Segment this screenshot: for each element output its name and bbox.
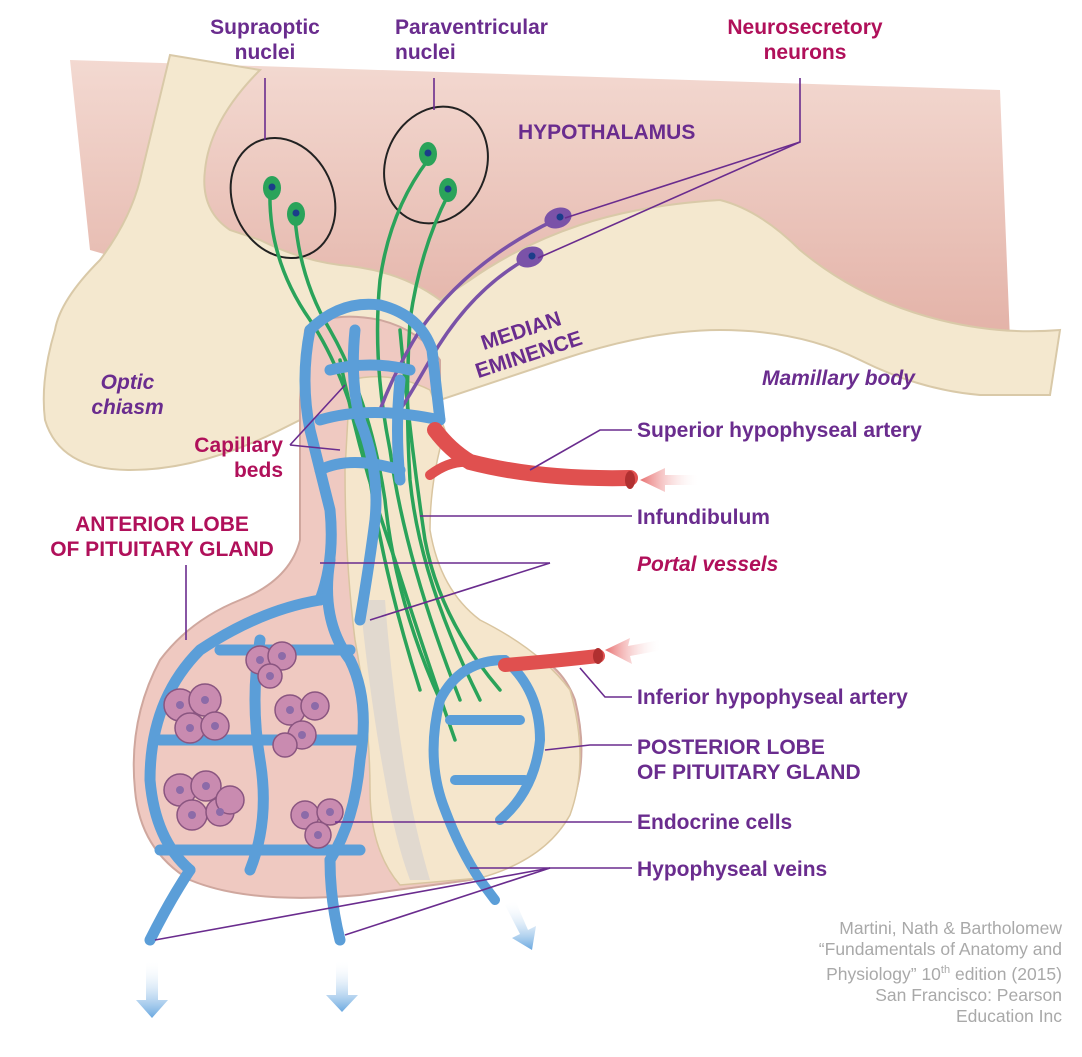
label-superior-hypophyseal-artery: Superior hypophyseal artery — [637, 419, 922, 442]
label-portal-vessels: Portal vessels — [637, 553, 779, 576]
credit-line3-b: edition (2015) — [950, 963, 1062, 984]
credit-line2: “Fundamentals of Anatomy and — [818, 939, 1062, 959]
label-anterior-line2: OF PITUITARY GLAND — [50, 538, 274, 561]
label-capillary-line1: Capillary — [194, 434, 283, 457]
credit-line1: Martini, Nath & Bartholomew — [839, 918, 1062, 938]
label-supraoptic-nuclei: Supraoptic nuclei — [190, 15, 340, 65]
superior-hypophyseal-artery — [425, 422, 700, 492]
label-paraventricular-line2: nuclei — [395, 41, 456, 64]
label-infundibulum: Infundibulum — [637, 506, 770, 529]
credit-line3-a: Physiology” 10 — [826, 963, 941, 984]
label-inferior-hypophyseal-artery: Inferior hypophyseal artery — [637, 686, 908, 709]
credit-line4: San Francisco: Pearson — [875, 984, 1062, 1005]
vein-outflow-arrows — [136, 900, 536, 1018]
brain-floor — [42, 53, 1062, 472]
label-posterior-line2: OF PITUITARY GLAND — [637, 761, 861, 784]
label-hypophyseal-veins: Hypophyseal veins — [637, 858, 828, 881]
posterior-vessels — [428, 655, 545, 905]
label-optic-line1: Optic — [100, 371, 155, 394]
label-paraventricular-line1: Paraventricular — [395, 16, 548, 39]
credit-line3-sup: th — [940, 964, 951, 976]
leader-lines — [154, 78, 801, 941]
label-optic-chiasm: Optic chiasm — [75, 370, 180, 420]
credit-line5: Education Inc — [955, 1005, 1062, 1026]
axon-bundle — [268, 158, 502, 742]
label-capillary-beds: Capillary beds — [155, 433, 283, 483]
label-anterior-lobe: ANTERIOR LOBE OF PITUITARY GLAND — [18, 512, 306, 562]
label-neurosecretory-line2: neurons — [763, 41, 847, 64]
label-mamillary-body: Mamillary body — [762, 367, 915, 390]
label-supraoptic-line1: Supraoptic — [210, 16, 320, 39]
label-anterior-line1: ANTERIOR LOBE — [75, 513, 249, 536]
label-optic-line2: chiasm — [91, 396, 164, 419]
label-neurosecretory-neurons: Neurosecretory neurons — [700, 15, 910, 65]
label-endocrine-cells: Endocrine cells — [637, 811, 793, 834]
label-hypothalamus: HYPOTHALAMUS — [518, 121, 696, 144]
label-supraoptic-line2: nuclei — [234, 41, 296, 64]
neuron-cell-bodies — [263, 142, 457, 226]
source-credit: Martini, Nath & Bartholomew “Fundamental… — [742, 918, 1062, 1027]
label-capillary-line2: beds — [233, 459, 283, 482]
label-posterior-lobe: POSTERIOR LOBE OF PITUITARY GLAND — [637, 735, 861, 785]
neurosecretory-neurons — [378, 207, 572, 411]
credit-line3: Physiology” 10th edition (2015) — [742, 960, 1062, 985]
label-posterior-line1: POSTERIOR LOBE — [637, 736, 825, 759]
inferior-hypophyseal-artery — [498, 638, 662, 672]
label-neurosecretory-line1: Neurosecretory — [727, 16, 883, 39]
label-paraventricular-nuclei: Paraventricular nuclei — [395, 15, 548, 65]
